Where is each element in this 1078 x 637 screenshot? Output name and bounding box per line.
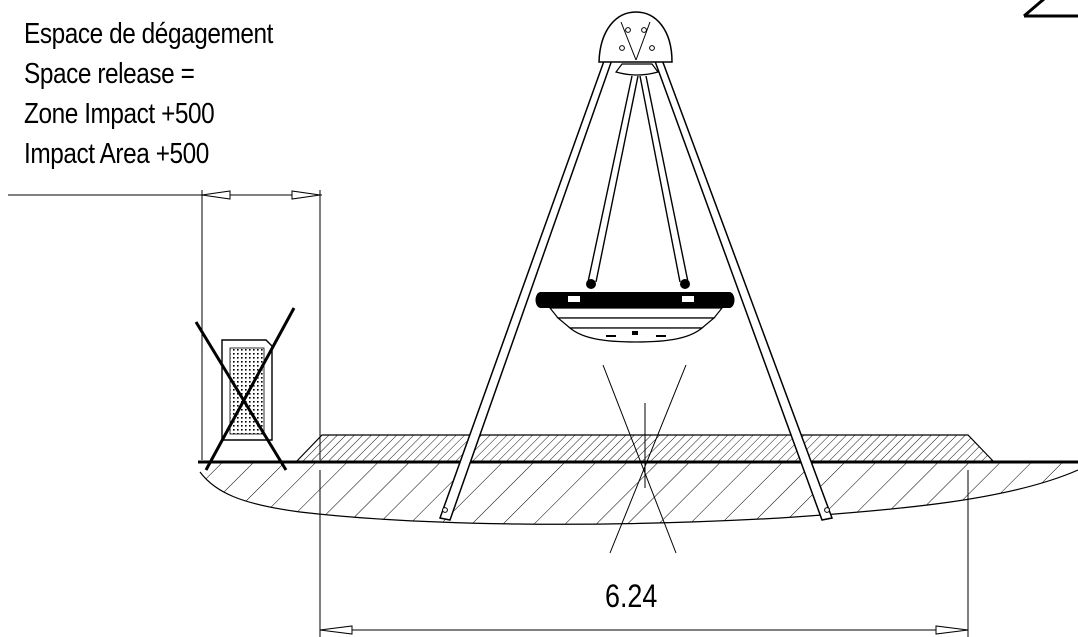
clearance-dimension (8, 190, 322, 460)
clearance-label-en: Space release = (24, 58, 195, 90)
frame-corner-mark (1023, 0, 1078, 18)
swing-arc-lines (602, 364, 687, 554)
impact-area-label-en: Impact Area +500 (24, 138, 209, 170)
ground-section (199, 462, 1078, 525)
impact-zone-label-fr: Zone Impact +500 (24, 98, 215, 130)
clearance-label: Espace de dégagement Space release = Zon… (24, 14, 320, 174)
dimension-value: 6.24 (605, 578, 658, 614)
crossed-out-bin-icon (194, 307, 296, 471)
impact-area-dimension (319, 470, 969, 637)
nest-swing-frame-icon (439, 11, 834, 521)
clearance-label-fr: Espace de dégagement (24, 18, 273, 50)
